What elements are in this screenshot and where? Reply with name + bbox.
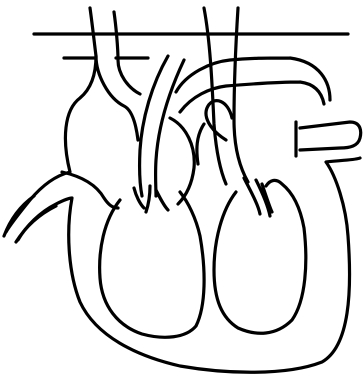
outer-heart-outline [6,56,360,372]
pulmonary-vein-stub [296,122,361,156]
left-ventricle [206,101,306,334]
small-left-tube [4,196,56,242]
aorta [90,8,140,140]
right-ventricle [100,192,204,337]
pulmonary-veins [176,58,330,112]
upper-horizontal-vessel [34,34,348,58]
atrial-septum [170,118,204,204]
pulmonary-artery [140,56,184,196]
